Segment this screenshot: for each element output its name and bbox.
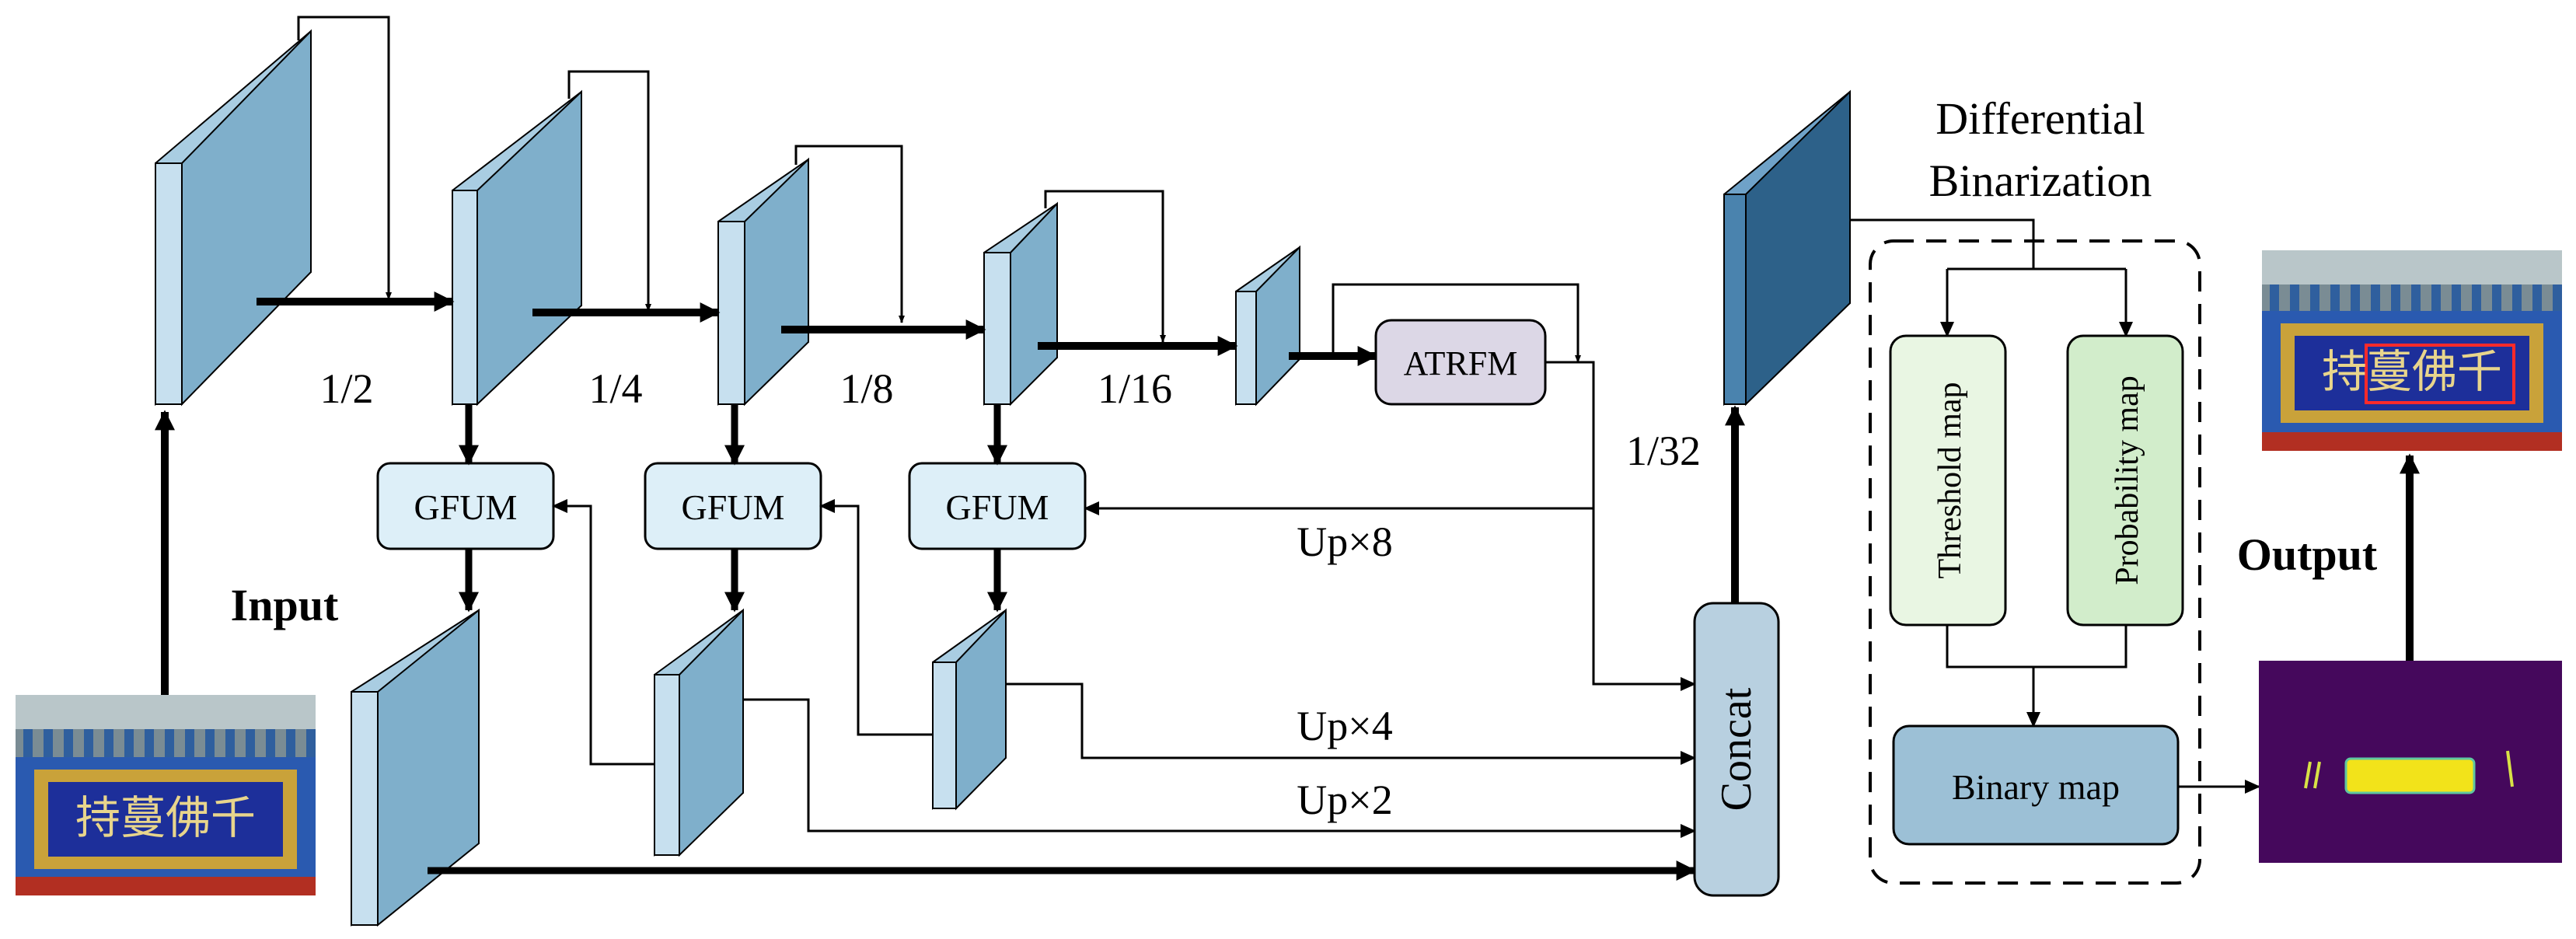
downsample-arrows — [257, 291, 1378, 366]
probability-map-block: Probability map — [2066, 334, 2184, 627]
up4-label: Up×4 — [1297, 703, 1392, 749]
gfum-label-1: GFUM — [414, 487, 518, 527]
feature-map-4 — [983, 201, 1058, 407]
decoder-map-3 — [932, 608, 1007, 811]
feature-map-2 — [452, 89, 582, 407]
db-title-line2: Binarization — [1929, 155, 2152, 206]
up2-label: Up×2 — [1297, 777, 1392, 823]
stage-label-1-2: 1/2 — [319, 365, 373, 412]
atrfm-label: ATRFM — [1404, 344, 1518, 382]
stage-label-1-4: 1/4 — [588, 365, 642, 412]
input-plaque-text: 持蔓佛千 — [75, 793, 256, 843]
gfum-block-3: GFUM — [908, 462, 1087, 550]
output-caption: Output — [2237, 529, 2378, 580]
stage-label-1-16: 1/16 — [1098, 365, 1172, 412]
stage-label-1-32: 1/32 — [1626, 428, 1701, 474]
threshold-map-block: Threshold map — [1889, 334, 2007, 627]
probability-result-image — [2259, 661, 2562, 863]
fused-feature-map — [1723, 89, 1851, 407]
binary-map-label: Binary map — [1952, 767, 2120, 807]
db-merge-arrows — [1946, 625, 2127, 728]
output-image: 持蔓佛千 — [2262, 250, 2562, 451]
db-title-line1: Differential — [1935, 93, 2145, 144]
stage-label-1-8: 1/8 — [839, 365, 893, 412]
gfum-to-decoder-arrows — [459, 549, 1007, 613]
atrfm-outputs — [1084, 361, 1696, 691]
decoder-map-2 — [654, 608, 744, 857]
decoder-feedback-arrows — [552, 499, 933, 766]
threshold-map-label: Threshold map — [1932, 382, 1968, 578]
encoder-to-gfum-arrows — [459, 404, 1007, 466]
concat-label: Concat — [1712, 687, 1761, 811]
feature-map-5 — [1235, 245, 1300, 407]
skip-loops — [297, 16, 1581, 363]
binary-map-block: Binary map — [1892, 724, 2180, 846]
decoder-to-concat-arrows — [743, 682, 1696, 838]
input-caption: Input — [231, 580, 339, 630]
probability-map-label: Probability map — [2110, 375, 2145, 585]
db-dashed-container — [1869, 239, 2201, 885]
gfum-label-2: GFUM — [682, 487, 785, 527]
gfum-block-1: GFUM — [376, 462, 555, 550]
input-image: 持蔓佛千 — [16, 695, 316, 895]
feature-map-3 — [717, 157, 809, 407]
decoder-map-1 — [351, 608, 480, 927]
db-input-arrows — [1850, 218, 2133, 337]
concat-block: Concat — [1693, 602, 1780, 897]
gfum-block-2: GFUM — [644, 462, 822, 550]
atrfm-block: ATRFM — [1374, 319, 1547, 406]
feature-map-1 — [155, 29, 312, 407]
output-plaque-text: 持蔓佛千 — [2322, 347, 2502, 397]
up8-label: Up×8 — [1297, 518, 1392, 565]
gfum-label-3: GFUM — [946, 487, 1049, 527]
